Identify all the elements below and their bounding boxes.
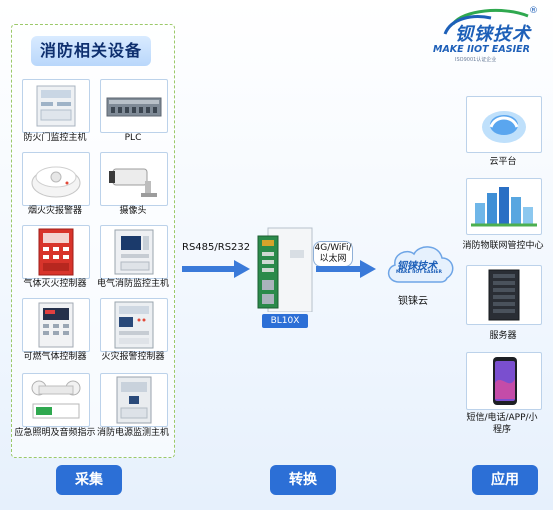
cloud-graphic: 钡铼技术 MAKE IIOT EASIER [383,240,457,290]
combustible-gas-controller-icon [38,302,74,348]
collect-button[interactable]: 采集 [56,465,122,495]
app-server [466,265,542,325]
gateway-icon [257,227,313,313]
logo-brand-text: 钡铼技术 [455,24,531,45]
app-label: 消防物联网管控中心 [462,241,544,251]
fire-power-monitor-icon [116,376,152,424]
company-logo: 钡铼技术 ® MAKE IIOT EASIER ISO9001认证企业 [433,6,545,64]
device-label: 应急照明及音频指示 [14,428,96,438]
smoke-detector-icon [31,166,81,198]
protocol-label: RS485/RS232 [182,242,251,253]
device-label: 可燃气体控制器 [23,352,87,362]
fire-alarm-controller-icon [114,301,154,349]
device-label: 烟火灾报警器 [27,206,82,216]
emergency-light-icon [31,380,81,419]
arrow-right-icon [316,260,376,278]
app-label: 短信/电话/APP/小程序 [466,413,538,435]
device-label: 防火门监控主机 [23,133,87,143]
fire-door-monitor-icon [36,85,76,127]
smartphone-icon [493,357,517,405]
gateway-model-badge: BL10X [262,314,308,328]
cloud-tagline-text: MAKE IIOT EASIER [396,270,442,275]
logo-tagline: MAKE IIOT EASIER [433,44,530,55]
app-iot-control-center [466,178,542,235]
device-emergency-light [22,373,90,427]
cloud-brand-text: 钡铼技术 [397,261,437,272]
device-electrical-fire-monitor [100,225,168,279]
device-camera [100,152,168,206]
arrow-right-icon [182,260,250,278]
app-cloud-platform [466,96,542,153]
device-combustible-gas-controller [22,298,90,352]
device-fire-alarm-controller [100,298,168,352]
collect-section-title: 消防相关设备 [31,36,151,66]
device-plc [100,79,168,133]
apply-button[interactable]: 应用 [472,465,538,495]
logo-swoosh-icon [443,8,529,35]
device-label: PLC [124,133,142,143]
device-gas-extinguisher-controller [22,225,90,279]
smart-city-icon [471,187,537,227]
convert-button[interactable]: 转换 [270,465,336,495]
device-label: 消防电源监测主机 [96,428,169,438]
cloud-label: 钡铼云 [398,296,428,307]
device-label: 气体灭火控制器 [23,279,87,289]
device-smoke-detector [22,152,90,206]
cloud-platform-icon [482,111,526,143]
app-label: 云平台 [489,157,517,167]
device-fire-power-monitor [100,373,168,427]
logo-cert: ISO9001认证企业 [455,57,497,63]
device-label: 电气消防监控主机 [96,279,169,289]
gateway-device [256,220,320,316]
app-label: 服务器 [489,331,517,341]
plc-icon [106,97,162,117]
server-icon [488,269,520,321]
device-label: 摄像头 [119,206,147,216]
electrical-fire-monitor-icon [114,229,154,275]
logo-registered-mark: ® [529,6,538,16]
device-fire-door-monitor [22,79,90,133]
device-label: 火灾报警控制器 [101,352,165,362]
cloud-icon [387,246,454,283]
camera-icon [109,168,157,197]
app-smartphone [466,352,542,410]
gas-extinguisher-controller-icon [38,228,74,276]
